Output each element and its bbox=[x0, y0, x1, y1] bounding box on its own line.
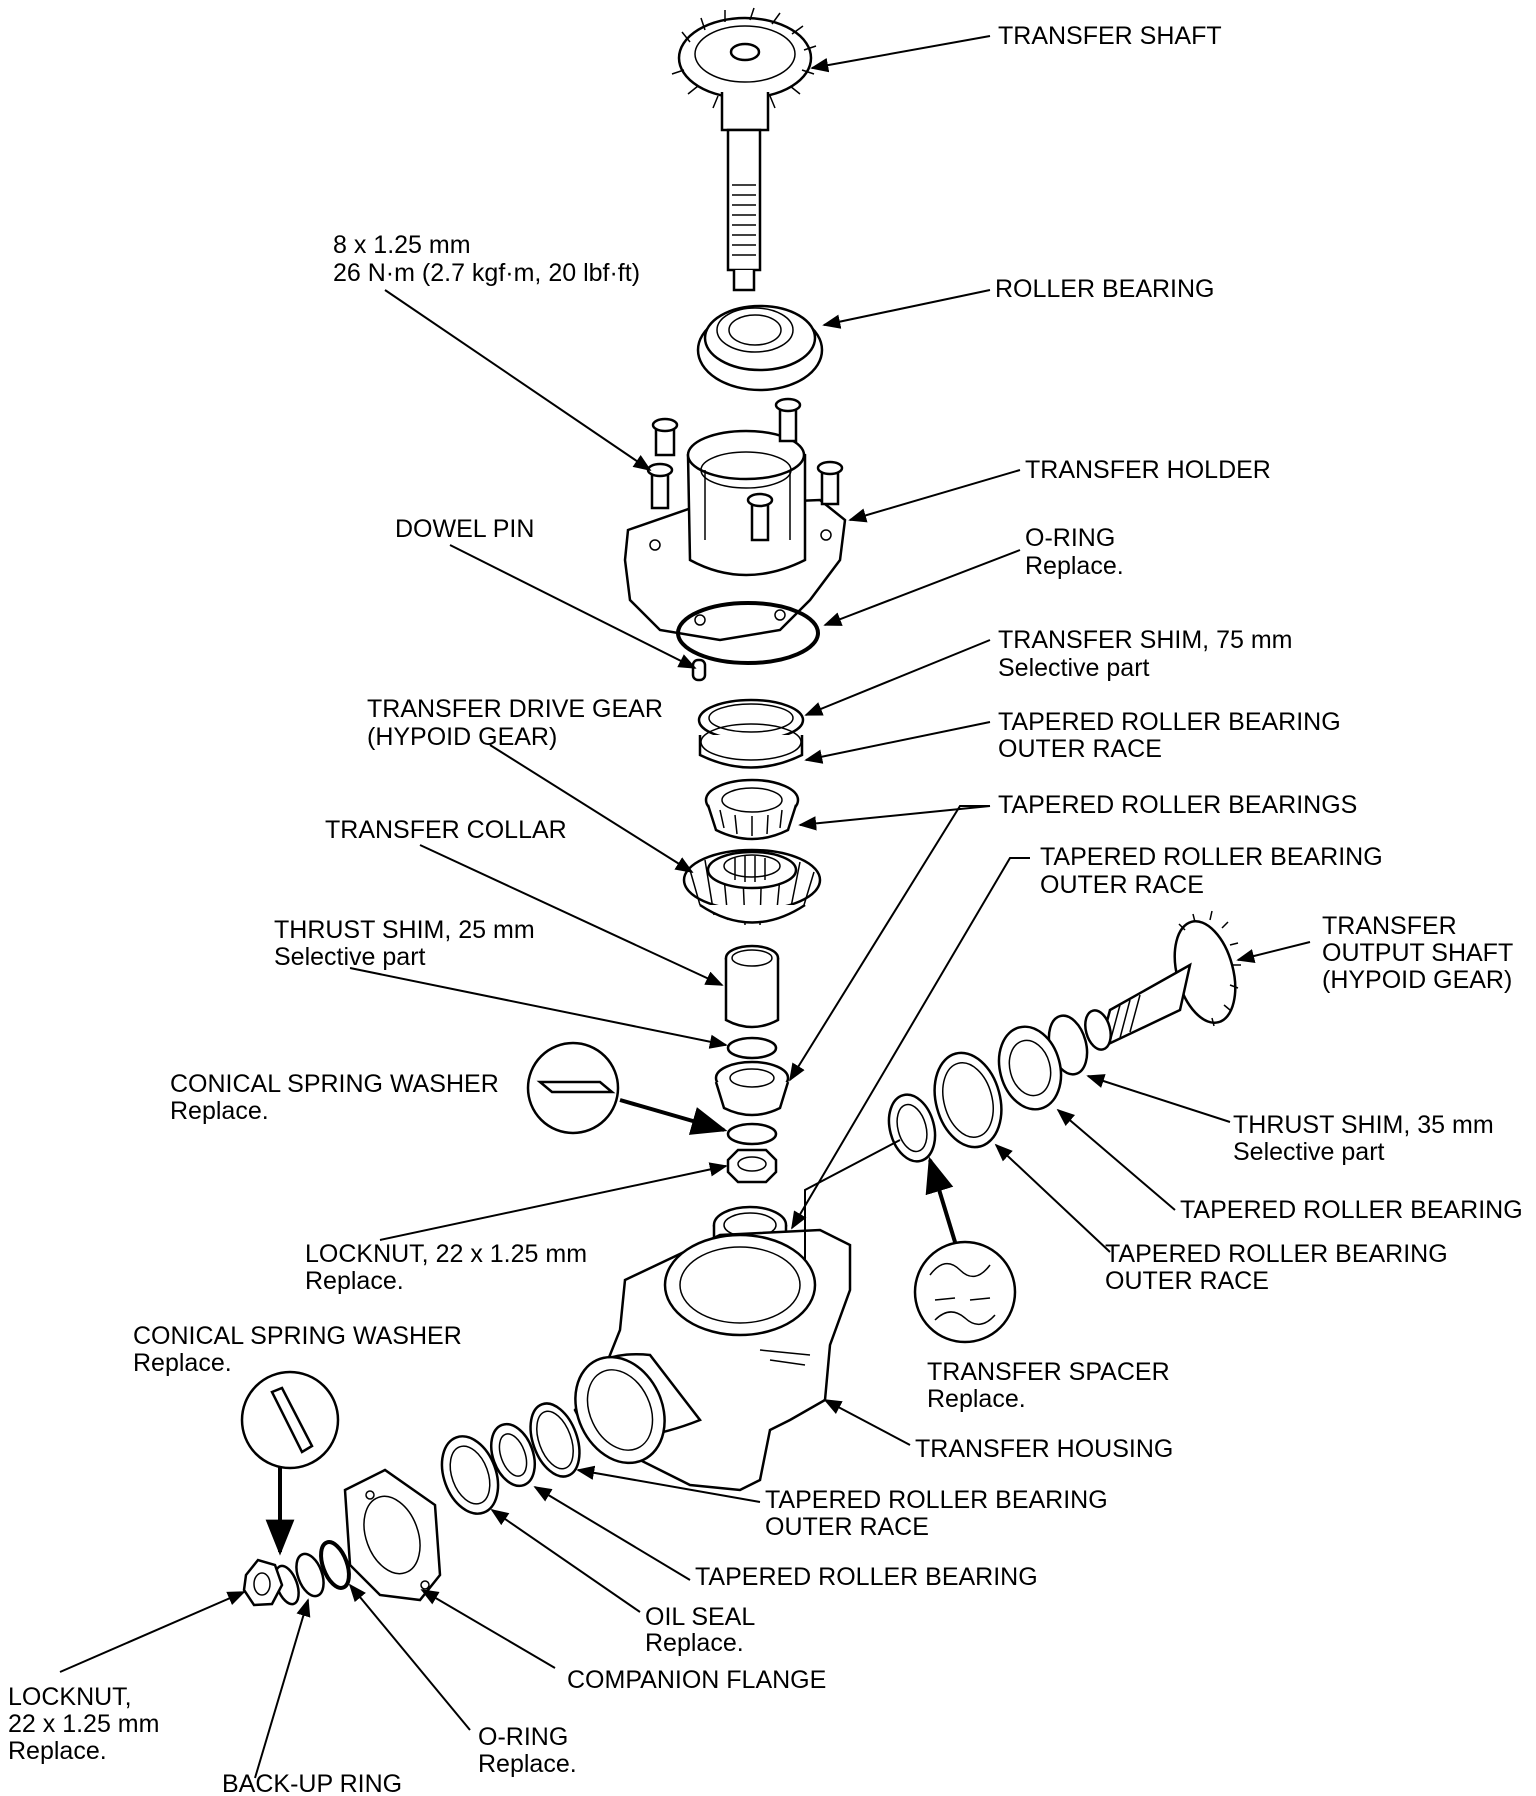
holder-bolt bbox=[646, 462, 674, 510]
label-roller-bearing: ROLLER BEARING bbox=[995, 275, 1215, 303]
transfer-shim-part bbox=[697, 698, 805, 742]
transfer-output-shaft-part bbox=[1084, 910, 1241, 1051]
label-tapered-outer-race-bottom: TAPERED ROLLER BEARING bbox=[765, 1486, 1108, 1514]
label-bolt-spec-torque: 26 N·m (2.7 kgf·m, 20 lbf·ft) bbox=[333, 259, 640, 287]
label-tapered-outer-race-right-sub: OUTER RACE bbox=[1105, 1267, 1269, 1295]
o-ring-bottom-part bbox=[319, 1540, 351, 1590]
label-tapered-outer-race-bottom-sub: OUTER RACE bbox=[765, 1513, 929, 1541]
label-transfer-collar: TRANSFER COLLAR bbox=[325, 816, 567, 844]
label-transfer-spacer: TRANSFER SPACER bbox=[927, 1358, 1170, 1386]
label-transfer-shaft: TRANSFER SHAFT bbox=[998, 22, 1222, 50]
companion-flange-part bbox=[343, 1468, 442, 1602]
label-transfer-holder: TRANSFER HOLDER bbox=[1025, 456, 1271, 484]
transfer-spacer-zoom bbox=[913, 1240, 1017, 1344]
holder-bolt bbox=[816, 460, 844, 506]
label-output-shaft-sub2: (HYPOID GEAR) bbox=[1322, 966, 1512, 994]
label-thrust-shim-25: THRUST SHIM, 25 mm bbox=[274, 916, 535, 944]
label-transfer-drive-gear-sub: (HYPOID GEAR) bbox=[367, 723, 557, 751]
label-bolt-spec-size: 8 x 1.25 mm bbox=[333, 231, 471, 259]
dowel-pin-part bbox=[691, 658, 707, 682]
transfer-drive-gear-part bbox=[682, 848, 822, 926]
label-o-ring-bottom-note: Replace. bbox=[478, 1750, 577, 1778]
transfer-spacer-part bbox=[887, 1093, 937, 1163]
label-conical-washer-top-note: Replace. bbox=[170, 1097, 269, 1125]
label-o-ring-holder-note: Replace. bbox=[1025, 552, 1124, 580]
label-companion-flange: COMPANION FLANGE bbox=[567, 1666, 826, 1694]
label-tapered-roller-bearings: TAPERED ROLLER BEARINGS bbox=[998, 791, 1357, 819]
label-locknut-bottom: LOCKNUT, bbox=[8, 1683, 132, 1711]
transfer-collar-part bbox=[724, 944, 780, 1029]
holder-bolt bbox=[774, 397, 802, 443]
label-o-ring-holder: O-RING bbox=[1025, 524, 1115, 552]
tapered-outer-race-bottom-part bbox=[529, 1402, 581, 1478]
label-thrust-shim-25-note: Selective part bbox=[274, 943, 426, 971]
label-tapered-roller-bearing-right: TAPERED ROLLER BEARING bbox=[1180, 1196, 1523, 1224]
label-tapered-outer-race-mid-sub: OUTER RACE bbox=[1040, 871, 1204, 899]
label-conical-washer-bottom-note: Replace. bbox=[133, 1349, 232, 1377]
label-thrust-shim-35-note: Selective part bbox=[1233, 1138, 1385, 1166]
transfer-housing-part bbox=[573, 1228, 852, 1492]
holder-bolt bbox=[651, 417, 679, 457]
label-output-shaft-sub: OUTPUT SHAFT bbox=[1322, 939, 1513, 967]
tapered-bearing-right-part bbox=[997, 1025, 1063, 1111]
tapered-outer-race-top-part bbox=[698, 723, 804, 769]
label-transfer-spacer-note: Replace. bbox=[927, 1385, 1026, 1413]
conical-washer-top-part bbox=[726, 1122, 778, 1146]
label-oil-seal: OIL SEAL bbox=[645, 1603, 755, 1631]
label-transfer-drive-gear: TRANSFER DRIVE GEAR bbox=[367, 695, 663, 723]
tapered-bearing-bottom-part bbox=[490, 1422, 536, 1488]
label-transfer-shim-note: Selective part bbox=[998, 654, 1150, 682]
label-o-ring-bottom: O-RING bbox=[478, 1723, 568, 1751]
label-tapered-outer-race-right: TAPERED ROLLER BEARING bbox=[1105, 1240, 1448, 1268]
label-dowel-pin: DOWEL PIN bbox=[395, 515, 534, 543]
tapered-outer-race-right-part bbox=[933, 1051, 1003, 1149]
leader-lines bbox=[59, 35, 1311, 1779]
locknut-bottom-part bbox=[242, 1558, 284, 1607]
label-transfer-housing: TRANSFER HOUSING bbox=[915, 1435, 1173, 1463]
label-locknut-bottom-size: 22 x 1.25 mm bbox=[8, 1710, 159, 1738]
transfer-shaft-part bbox=[671, 7, 817, 292]
conical-washer-top-zoom bbox=[526, 1041, 620, 1135]
label-tapered-outer-race-top-sub: OUTER RACE bbox=[998, 735, 1162, 763]
label-backup-ring: BACK-UP RING bbox=[222, 1770, 402, 1796]
tapered-bearing-lower-part bbox=[714, 1060, 790, 1117]
locknut-top-part bbox=[726, 1148, 778, 1184]
oil-seal-part bbox=[440, 1435, 500, 1515]
label-tapered-outer-race-top: TAPERED ROLLER BEARING bbox=[998, 708, 1341, 736]
roller-bearing-part bbox=[696, 304, 824, 392]
backup-ring-part bbox=[295, 1552, 325, 1598]
holder-bolt bbox=[746, 492, 774, 542]
label-locknut-top: LOCKNUT, 22 x 1.25 mm bbox=[305, 1240, 587, 1268]
label-tapered-roller-bearing-bottom: TAPERED ROLLER BEARING bbox=[695, 1563, 1038, 1591]
conical-washer-bottom-zoom bbox=[240, 1370, 340, 1470]
label-conical-washer-top: CONICAL SPRING WASHER bbox=[170, 1070, 499, 1098]
label-thrust-shim-35: THRUST SHIM, 35 mm bbox=[1233, 1111, 1494, 1139]
label-locknut-bottom-note: Replace. bbox=[8, 1737, 107, 1765]
label-locknut-top-note: Replace. bbox=[305, 1267, 404, 1295]
label-transfer-shim: TRANSFER SHIM, 75 mm bbox=[998, 626, 1292, 654]
label-tapered-outer-race-mid: TAPERED ROLLER BEARING bbox=[1040, 843, 1383, 871]
o-ring-holder-part bbox=[676, 601, 820, 665]
transfer-holder-part bbox=[623, 397, 847, 642]
thrust-shim-25-part bbox=[726, 1036, 778, 1060]
label-oil-seal-note: Replace. bbox=[645, 1629, 744, 1657]
label-output-shaft: TRANSFER bbox=[1322, 912, 1457, 940]
label-conical-washer-bottom: CONICAL SPRING WASHER bbox=[133, 1322, 462, 1350]
tapered-bearing-top-part bbox=[704, 778, 800, 841]
